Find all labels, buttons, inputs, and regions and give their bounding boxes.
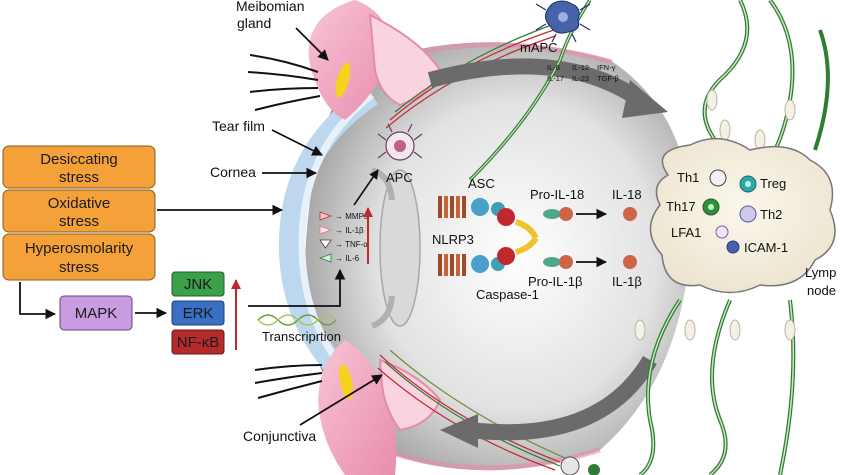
lymph-node-label-1: Lymp <box>805 265 836 280</box>
mediator-2: → TNF-α <box>335 240 368 249</box>
mediator-1: → IL-1β <box>335 226 364 235</box>
icam1-label: ICAM-1 <box>744 240 788 255</box>
cornea-label: Cornea <box>210 164 256 180</box>
migrating-cell <box>560 456 580 475</box>
svg-text:Hyperosmolarity: Hyperosmolarity <box>25 240 134 257</box>
svg-text:MAPK: MAPK <box>75 305 118 322</box>
dna-helix-icon <box>257 314 337 326</box>
il1b-icon <box>319 225 333 235</box>
cytokine-3: IL-17 <box>547 74 564 83</box>
cytokine-0: IL-6 <box>547 63 560 72</box>
lower-eyelid <box>318 340 442 475</box>
jnk-box: JNK <box>171 271 225 297</box>
svg-text:stress: stress <box>59 169 99 186</box>
il18-pathway <box>543 207 637 221</box>
caspase1-label: Caspase-1 <box>476 287 539 302</box>
mediator-list: → MMPs → IL-1β → TNF-α → IL-6 <box>318 211 368 263</box>
mediators-to-apc-arrow <box>353 169 379 206</box>
mmps-icon <box>319 211 333 221</box>
lymph-valves <box>634 89 796 341</box>
il6-icon <box>318 253 332 263</box>
th2-label: Th2 <box>760 207 782 222</box>
apc-cell <box>377 123 423 161</box>
nlrp3-complex <box>438 196 539 276</box>
svg-text:JNK: JNK <box>184 276 212 293</box>
cytokine-2: IFN-γ <box>597 63 616 72</box>
nlrp3-label: NLRP3 <box>432 232 474 247</box>
stress-box-desiccating: Desiccating stress <box>2 145 156 189</box>
tear-film-label: Tear film <box>212 118 265 134</box>
cytokine-list: IL-6 IL-12 IFN-γ IL-17 IL-23 TGF-β <box>547 63 619 83</box>
meibomian-gland-label-2: gland <box>237 15 271 31</box>
apc-label: APC <box>386 170 413 185</box>
lymph-node-label-2: node <box>807 283 836 298</box>
mapk-box: MAPK <box>59 295 133 331</box>
lens-shape <box>379 169 421 327</box>
lfa1-label: LFA1 <box>671 225 701 240</box>
stress-box-hyperosmolarity: Hyperosmolarity stress <box>2 233 156 281</box>
mapc-cell <box>535 0 591 43</box>
th2-cell <box>739 205 757 223</box>
pro-il1b-label: Pro-IL-1β <box>528 274 582 289</box>
conjunctiva-label: Conjunctiva <box>243 428 316 444</box>
th17-label: Th17 <box>666 199 696 214</box>
meibomian-gland-shape <box>335 62 351 98</box>
tnfa-icon <box>319 239 332 249</box>
treg-label: Treg <box>760 176 786 191</box>
cytokine-5: TGF-β <box>597 74 619 83</box>
mapc-label: mAPC <box>520 40 558 55</box>
kinases-to-mediators-arrow <box>248 268 346 307</box>
upper-eyelashes <box>247 54 321 111</box>
mediator-3: → IL-6 <box>335 254 360 263</box>
th1-cell <box>709 169 727 187</box>
svg-text:Oxidative: Oxidative <box>48 195 111 212</box>
svg-text:stress: stress <box>59 213 99 230</box>
il1b-pathway <box>543 255 637 269</box>
erk-box: ERK <box>171 300 225 326</box>
asc-label: ASC <box>468 176 495 191</box>
il1b-label: IL-1β <box>612 274 642 289</box>
lfa1-marker <box>715 225 729 239</box>
upper-eyelid <box>308 0 442 120</box>
stress-to-mapk-arrow <box>19 282 57 320</box>
cytokine-1: IL-12 <box>572 63 589 72</box>
migration-arrows <box>427 58 668 448</box>
svg-text:NF-κB: NF-κB <box>177 334 220 351</box>
cytokine-4: IL-23 <box>572 74 589 83</box>
il18-label: IL-18 <box>612 187 642 202</box>
stress-box-oxidative: Oxidative stress <box>2 189 156 233</box>
mediator-0: → MMPs <box>335 212 368 221</box>
nfkb-box: NF-κB <box>171 329 225 355</box>
svg-text:ERK: ERK <box>183 305 214 322</box>
svg-text:stress: stress <box>59 259 99 276</box>
icam1-marker <box>726 240 740 254</box>
svg-text:Desiccating: Desiccating <box>40 151 118 168</box>
th1-label: Th1 <box>677 170 699 185</box>
meibomian-gland-label-1: Meibomian <box>236 0 304 14</box>
pro-il18-label: Pro-IL-18 <box>530 187 584 202</box>
lower-eyelashes <box>254 364 323 399</box>
transcription-label: Transcriprtion <box>262 329 341 344</box>
